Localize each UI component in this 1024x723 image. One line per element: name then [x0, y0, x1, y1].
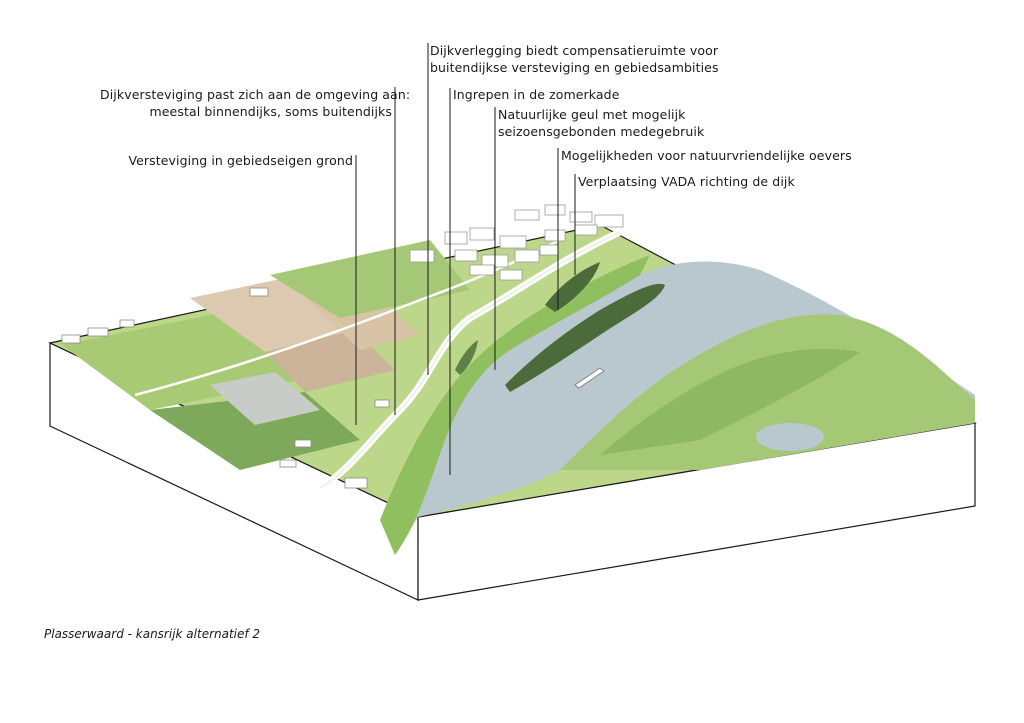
annotation-gebiedseigen-grond: Versteviging in gebiedseigen grond	[128, 153, 353, 168]
annotation-vada: Verplaatsing VADA richting de dijk	[578, 174, 795, 189]
floodplain-strip	[380, 255, 650, 555]
annotation-oevers: Mogelijkheden voor natuurvriendelijke oe…	[561, 148, 852, 163]
boat	[574, 367, 605, 389]
tree-line-road	[134, 238, 561, 397]
tree-cluster-north	[545, 262, 600, 312]
town-buildings	[409, 204, 624, 281]
annotation-dijkversteviging: Dijkversteviging past zich aan de omgevi…	[100, 87, 411, 119]
annotation-dijkverlegging: Dijkverlegging biedt compensatieruimte v…	[430, 43, 719, 75]
annotation-geul: Natuurlijke geul met mogelijk seizoensge…	[498, 107, 705, 139]
annotation-zomerkade: Ingrepen in de zomerkade	[453, 87, 620, 102]
farm-buildings	[61, 287, 390, 489]
pond	[756, 423, 824, 451]
field-tan-1	[190, 277, 355, 352]
figure-caption: Plasserwaard - kansrijk alternatief 2	[44, 627, 261, 641]
field-grey-building	[210, 372, 320, 425]
leader-lines	[355, 43, 576, 475]
tree-cluster-dike	[455, 340, 478, 375]
dike-road-edge	[319, 231, 621, 489]
floodplain-dark-band	[600, 348, 860, 455]
channel-island	[505, 283, 665, 392]
